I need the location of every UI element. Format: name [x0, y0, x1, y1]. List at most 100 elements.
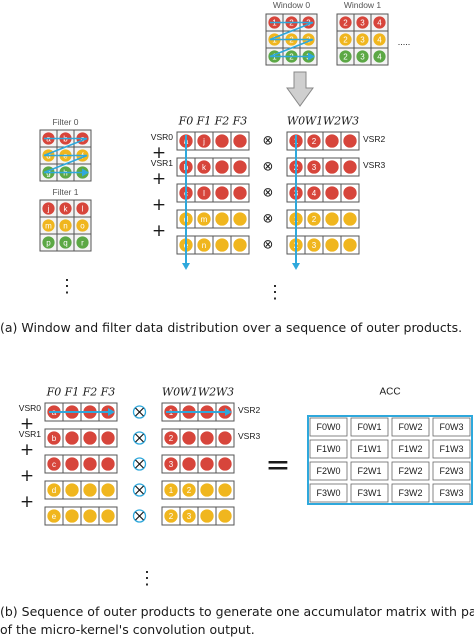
part-a-filter-cell — [230, 235, 250, 255]
part-a-window-dot — [307, 212, 321, 226]
part-a-plus: + — [152, 143, 166, 163]
filter-1-dot — [76, 236, 89, 249]
part-a-window-dot — [307, 238, 321, 252]
part-b-window-dot — [164, 483, 178, 497]
filter-1-label: Filter 1 — [53, 187, 79, 197]
acc-cell-label: F0W0 — [316, 422, 340, 432]
part-b-window-cell — [215, 454, 235, 474]
part-a-filter-dot — [215, 134, 229, 148]
acc-cell — [432, 461, 471, 481]
part-b-f-header: F0 — [46, 386, 62, 399]
part-b-filter-dot — [65, 509, 79, 523]
part-a-filter-dot — [215, 238, 229, 252]
acc-cell-label: F0W2 — [398, 422, 422, 432]
part-b-vsr0-label: VSR0 — [19, 403, 41, 413]
part-b-w-header: W2 — [198, 386, 216, 399]
part-a-filter-dot — [197, 238, 211, 252]
window-1-dot — [339, 16, 352, 29]
part-b-window-dot — [218, 509, 232, 523]
window-1-dot-label: 2 — [343, 36, 348, 45]
part-b-window-dot — [164, 457, 178, 471]
acc-cell — [309, 461, 348, 481]
part-a-filter-dot — [197, 134, 211, 148]
part-b-window-dot — [182, 509, 196, 523]
filter-1-dot — [76, 219, 89, 232]
part-a-filter-dot — [233, 212, 247, 226]
filter-0-traversal-arrowhead — [82, 168, 89, 177]
part-a-window-dot — [343, 134, 357, 148]
part-b-filter-dot — [65, 431, 79, 445]
part-a-window-dot — [325, 238, 339, 252]
part-b-filter-dot — [65, 457, 79, 471]
window-1-dot — [373, 50, 386, 63]
window-1-dot — [356, 50, 369, 63]
part-a-vsr1-label: VSR1 — [151, 158, 173, 168]
part-a-w-header: W2 — [323, 115, 341, 128]
down-arrow-icon — [286, 71, 314, 107]
part-b-filter-dot-label: b — [52, 434, 57, 443]
acc-cell — [309, 417, 348, 437]
filter-1-dot — [42, 236, 55, 249]
part-b-window-row-arrowhead — [225, 408, 232, 416]
part-b-filter-dot — [47, 457, 61, 471]
part-b-window-dot-label: 3 — [169, 460, 174, 469]
window-1-dot-label: 3 — [360, 36, 365, 45]
part-b-filter-dot — [101, 483, 115, 497]
part-a-window-dot — [325, 134, 339, 148]
part-a-times-symbol: ⊗ — [263, 134, 274, 149]
part-a-times-symbol: ⊗ — [263, 160, 274, 175]
part-a-filter-cell — [230, 209, 250, 229]
acc-title: ACC — [379, 387, 400, 398]
acc-cell-label: F3W3 — [439, 488, 463, 498]
acc-cell-label: F2W0 — [316, 466, 340, 476]
part-b-filter-dot — [47, 509, 61, 523]
equals-sign: = — [265, 448, 290, 483]
caption-b-line1: (b) Sequence of outer products to genera… — [0, 604, 474, 619]
window-1-dot — [373, 33, 386, 46]
window-1-cell — [370, 47, 389, 66]
part-a-filter-dot-label: j — [202, 137, 205, 146]
part-a-window-dot — [343, 160, 357, 174]
part-a-window-dot — [307, 186, 321, 200]
part-a-vsr0-label: VSR0 — [151, 132, 173, 142]
part-a-filter-column-arrowhead — [182, 263, 190, 270]
acc-cell-label: F2W1 — [357, 466, 381, 476]
part-a-filter-dot — [233, 160, 247, 174]
filter-1-dot-label: m — [45, 222, 52, 231]
part-a-filter-dot — [215, 212, 229, 226]
part-a-filter-dot-label: k — [202, 163, 207, 172]
part-b-times-stroke — [135, 407, 144, 417]
part-a-f-header: F3 — [232, 115, 248, 128]
window-1-dot-label: 2 — [343, 19, 348, 28]
part-b-plus: + — [20, 414, 34, 434]
part-a-window-dot-label: 4 — [312, 189, 317, 198]
acc-cell — [432, 483, 471, 503]
part-a-window-cell — [340, 209, 360, 229]
part-b-filter-dot — [47, 483, 61, 497]
acc-cell-label: F1W1 — [357, 444, 381, 454]
window-0-label: Window 0 — [273, 0, 311, 10]
part-a-window-dot — [325, 212, 339, 226]
part-b-window-dot-label: 2 — [187, 486, 192, 495]
part-a-filter-dot — [215, 186, 229, 200]
acc-cell — [432, 439, 471, 459]
part-b-window-dot — [182, 457, 196, 471]
window-1-dot — [373, 16, 386, 29]
acc-cell-label: F3W1 — [357, 488, 381, 498]
part-a-filter-dot-label: m — [201, 215, 208, 224]
window-1-dot — [356, 16, 369, 29]
part-b-window-cell — [215, 428, 235, 448]
window-0-traversal-arrowhead — [308, 52, 315, 61]
filter-0-label: Filter 0 — [53, 117, 79, 127]
part-a-times-symbol: ⊗ — [263, 186, 274, 201]
part-a-f-header: F2 — [214, 115, 230, 128]
part-a-window-dot — [325, 186, 339, 200]
part-b-f-header: F3 — [100, 386, 116, 399]
part-a-window-dot — [307, 134, 321, 148]
part-a-filter-cell — [230, 183, 250, 203]
part-a-w-header: W3 — [341, 115, 359, 128]
part-b-filter-dot-label: e — [52, 512, 57, 521]
window-1-dot-label: 3 — [360, 19, 365, 28]
part-b-window-dot — [164, 431, 178, 445]
